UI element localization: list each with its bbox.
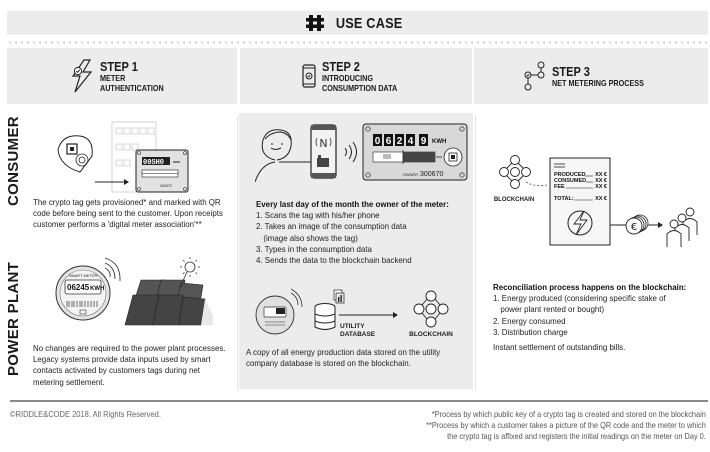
blockchain-label: BLOCKCHAIN (409, 331, 453, 338)
consumer-description: The crypto tag gets provisioned* and mar… (33, 197, 223, 230)
column-divider-2 (475, 115, 476, 391)
power-plant-illustration: SMART METER 06245 KWH (55, 257, 213, 326)
step-2-list: 1. Scans the tag with his/her phone 2. T… (256, 210, 468, 266)
euro-symbol: € (631, 222, 637, 233)
step-2-item-3: 3. Types in the consumption data (256, 243, 372, 254)
invoice-total-label: TOTAL: (554, 196, 574, 202)
phone-check-icon (302, 64, 316, 88)
step-2-database-diagram: UTILITY DATABASE BLOCKCHAIN (255, 288, 453, 338)
step-3-heading: Reconciliation process happens on the bl… (493, 282, 687, 292)
step-2-instructions: Every last day of the month the owner of… (256, 199, 468, 266)
phone-icon: N (310, 124, 337, 179)
invoice-fee-value: XX € (595, 184, 607, 190)
invoice-total-value: XX € (595, 196, 607, 202)
step-3-description: Reconciliation process happens on the bl… (493, 282, 700, 353)
network-nodes-icon (524, 61, 545, 91)
smart-meter-icon: SMART METER 06245 KWH (55, 265, 111, 321)
lightning-icon (573, 210, 588, 236)
footnote-2: **Process by which a customer takes a pi… (426, 421, 706, 430)
invoice-consumed-label: CONSUMED (554, 178, 586, 184)
euro-coins-icon: € (625, 214, 649, 235)
step-3-blockchain-label: BLOCKCHAIN (494, 197, 534, 203)
power-plant-description: No changes are required to the power pla… (33, 343, 226, 387)
footnote-2-cont: the crypto tag is affixed and registers … (447, 432, 706, 441)
smart-meter-reading: 06245 (67, 283, 90, 292)
utility-meter-icon: 00SH0 300670 (135, 149, 189, 193)
step-3-subtitle-line-1: NET METERING PROCESS (551, 77, 644, 88)
consumer-meter-digits: 00SH0 (143, 159, 164, 167)
people-group-icon (666, 207, 698, 247)
step-3-item-3: 3. Distribution charge (493, 326, 568, 337)
step-3-item-1: 1. Energy produced (considering specific… (493, 293, 666, 304)
utility-meter-icon: 0 6 2 4 9 KWH OWNER 300670 (362, 123, 468, 181)
footnotes: *Process by which public key of a crypto… (426, 409, 706, 442)
meter-digit-5: 9 (421, 136, 427, 147)
step-2-item-4: 4. Sends the data to the blockchain back… (256, 255, 412, 266)
invoice-consumed-value: XX € (595, 178, 607, 184)
row-label-power-plant: POWER PLANT (5, 261, 22, 376)
utility-db-label-2: DATABASE (340, 331, 376, 338)
invoice-produced-label: PRODUCED (554, 172, 586, 178)
step-3-header: STEP 3 NET METERING PROCESS (474, 48, 708, 104)
step-1-subtitle-line-1: METER (99, 73, 125, 83)
header-bar: USE CASE (7, 11, 708, 35)
step-2-heading: Every last day of the month the owner of… (256, 199, 449, 209)
blockchain-network-icon (499, 155, 531, 189)
wireless-signal-icon (104, 257, 121, 282)
copyright: ©RIDDLE&CODE 2018. All Rights Reserved. (10, 409, 161, 419)
step-2-subtitle-line-1: INTRODUCING (321, 73, 373, 83)
consumer-illustration: 00SH0 300670 (57, 121, 189, 193)
invoice-document: PRODUCED XX € CONSUMED XX € FEE XX € TOT… (549, 157, 611, 246)
footnote-1: *Process by which public key of a crypto… (431, 410, 706, 419)
step-3-list: 1. Energy produced (considering specific… (493, 293, 700, 338)
database-icon (314, 289, 345, 330)
nfc-signal-icon (344, 141, 357, 163)
page-title: USE CASE (336, 14, 403, 32)
smart-meter-icon (255, 288, 303, 335)
step-3-settlement-text: Instant settlement of outstanding bills. (493, 342, 626, 353)
footer-rule (10, 400, 708, 402)
lightning-check-icon (71, 59, 92, 93)
meter-owner-label: OWNER (403, 172, 418, 177)
step-2-scan-illustration: N 0 6 2 4 9 KWH OWNER 300670 (255, 123, 468, 182)
step-2-header: STEP 2 INTRODUCING CONSUMPTION DATA (240, 48, 472, 104)
invoice-produced-value: XX € (595, 172, 607, 178)
column-divider-1 (237, 115, 238, 391)
utility-db-label-1: UTILITY (340, 323, 365, 330)
step-2-item-2-note: (image also shows the tag) (263, 232, 358, 243)
meter-digit-2: 6 (386, 136, 392, 147)
meter-digit-3: 2 (397, 136, 403, 147)
step-2-description: A copy of all energy production data sto… (246, 347, 441, 369)
step-3-settlement-illustration: BLOCKCHAIN PRODUCED XX € CONSUMED XX € F… (494, 155, 698, 247)
svg-text:N: N (319, 137, 327, 150)
step-1-title: STEP 1 (99, 59, 138, 74)
row-label-consumer: CONSUMER (5, 116, 22, 206)
meter-owner-id: 300670 (420, 171, 443, 178)
step-2-title: STEP 2 (321, 59, 360, 74)
step-3-item-1-cont: power plant rented or bought) (500, 304, 605, 315)
step-1-subtitle-line-2: AUTHENTICATION (99, 82, 164, 93)
step-2-subtitle-line-2: CONSUMPTION DATA (321, 82, 397, 93)
meter-digit-4: 4 (408, 136, 414, 147)
consumer-meter-serial: 300670 (160, 184, 172, 188)
step-3-title: STEP 3 (551, 63, 590, 79)
meter-digit-1: 0 (375, 136, 381, 147)
crypto-tag-icon (57, 135, 93, 173)
hashtag-icon (306, 15, 325, 31)
step-3-item-2: 2. Energy consumed (493, 315, 566, 326)
sun-icon (179, 257, 200, 288)
step-1-header: STEP 1 METER AUTHENTICATION (7, 48, 237, 104)
step-2-item-2: 2. Takes an image of the consumption dat… (256, 221, 407, 232)
person-icon (255, 129, 311, 182)
solar-panels-icon (124, 279, 213, 326)
smart-meter-title: SMART METER (68, 273, 97, 278)
blockchain-network-icon (413, 290, 449, 328)
step-2-item-1: 1. Scans the tag with his/her phone (256, 210, 380, 221)
smart-meter-unit: KWH (90, 286, 104, 292)
dotted-divider (7, 41, 708, 44)
invoice-fee-label: FEE (554, 184, 565, 190)
meter-unit: KWH (432, 139, 446, 145)
